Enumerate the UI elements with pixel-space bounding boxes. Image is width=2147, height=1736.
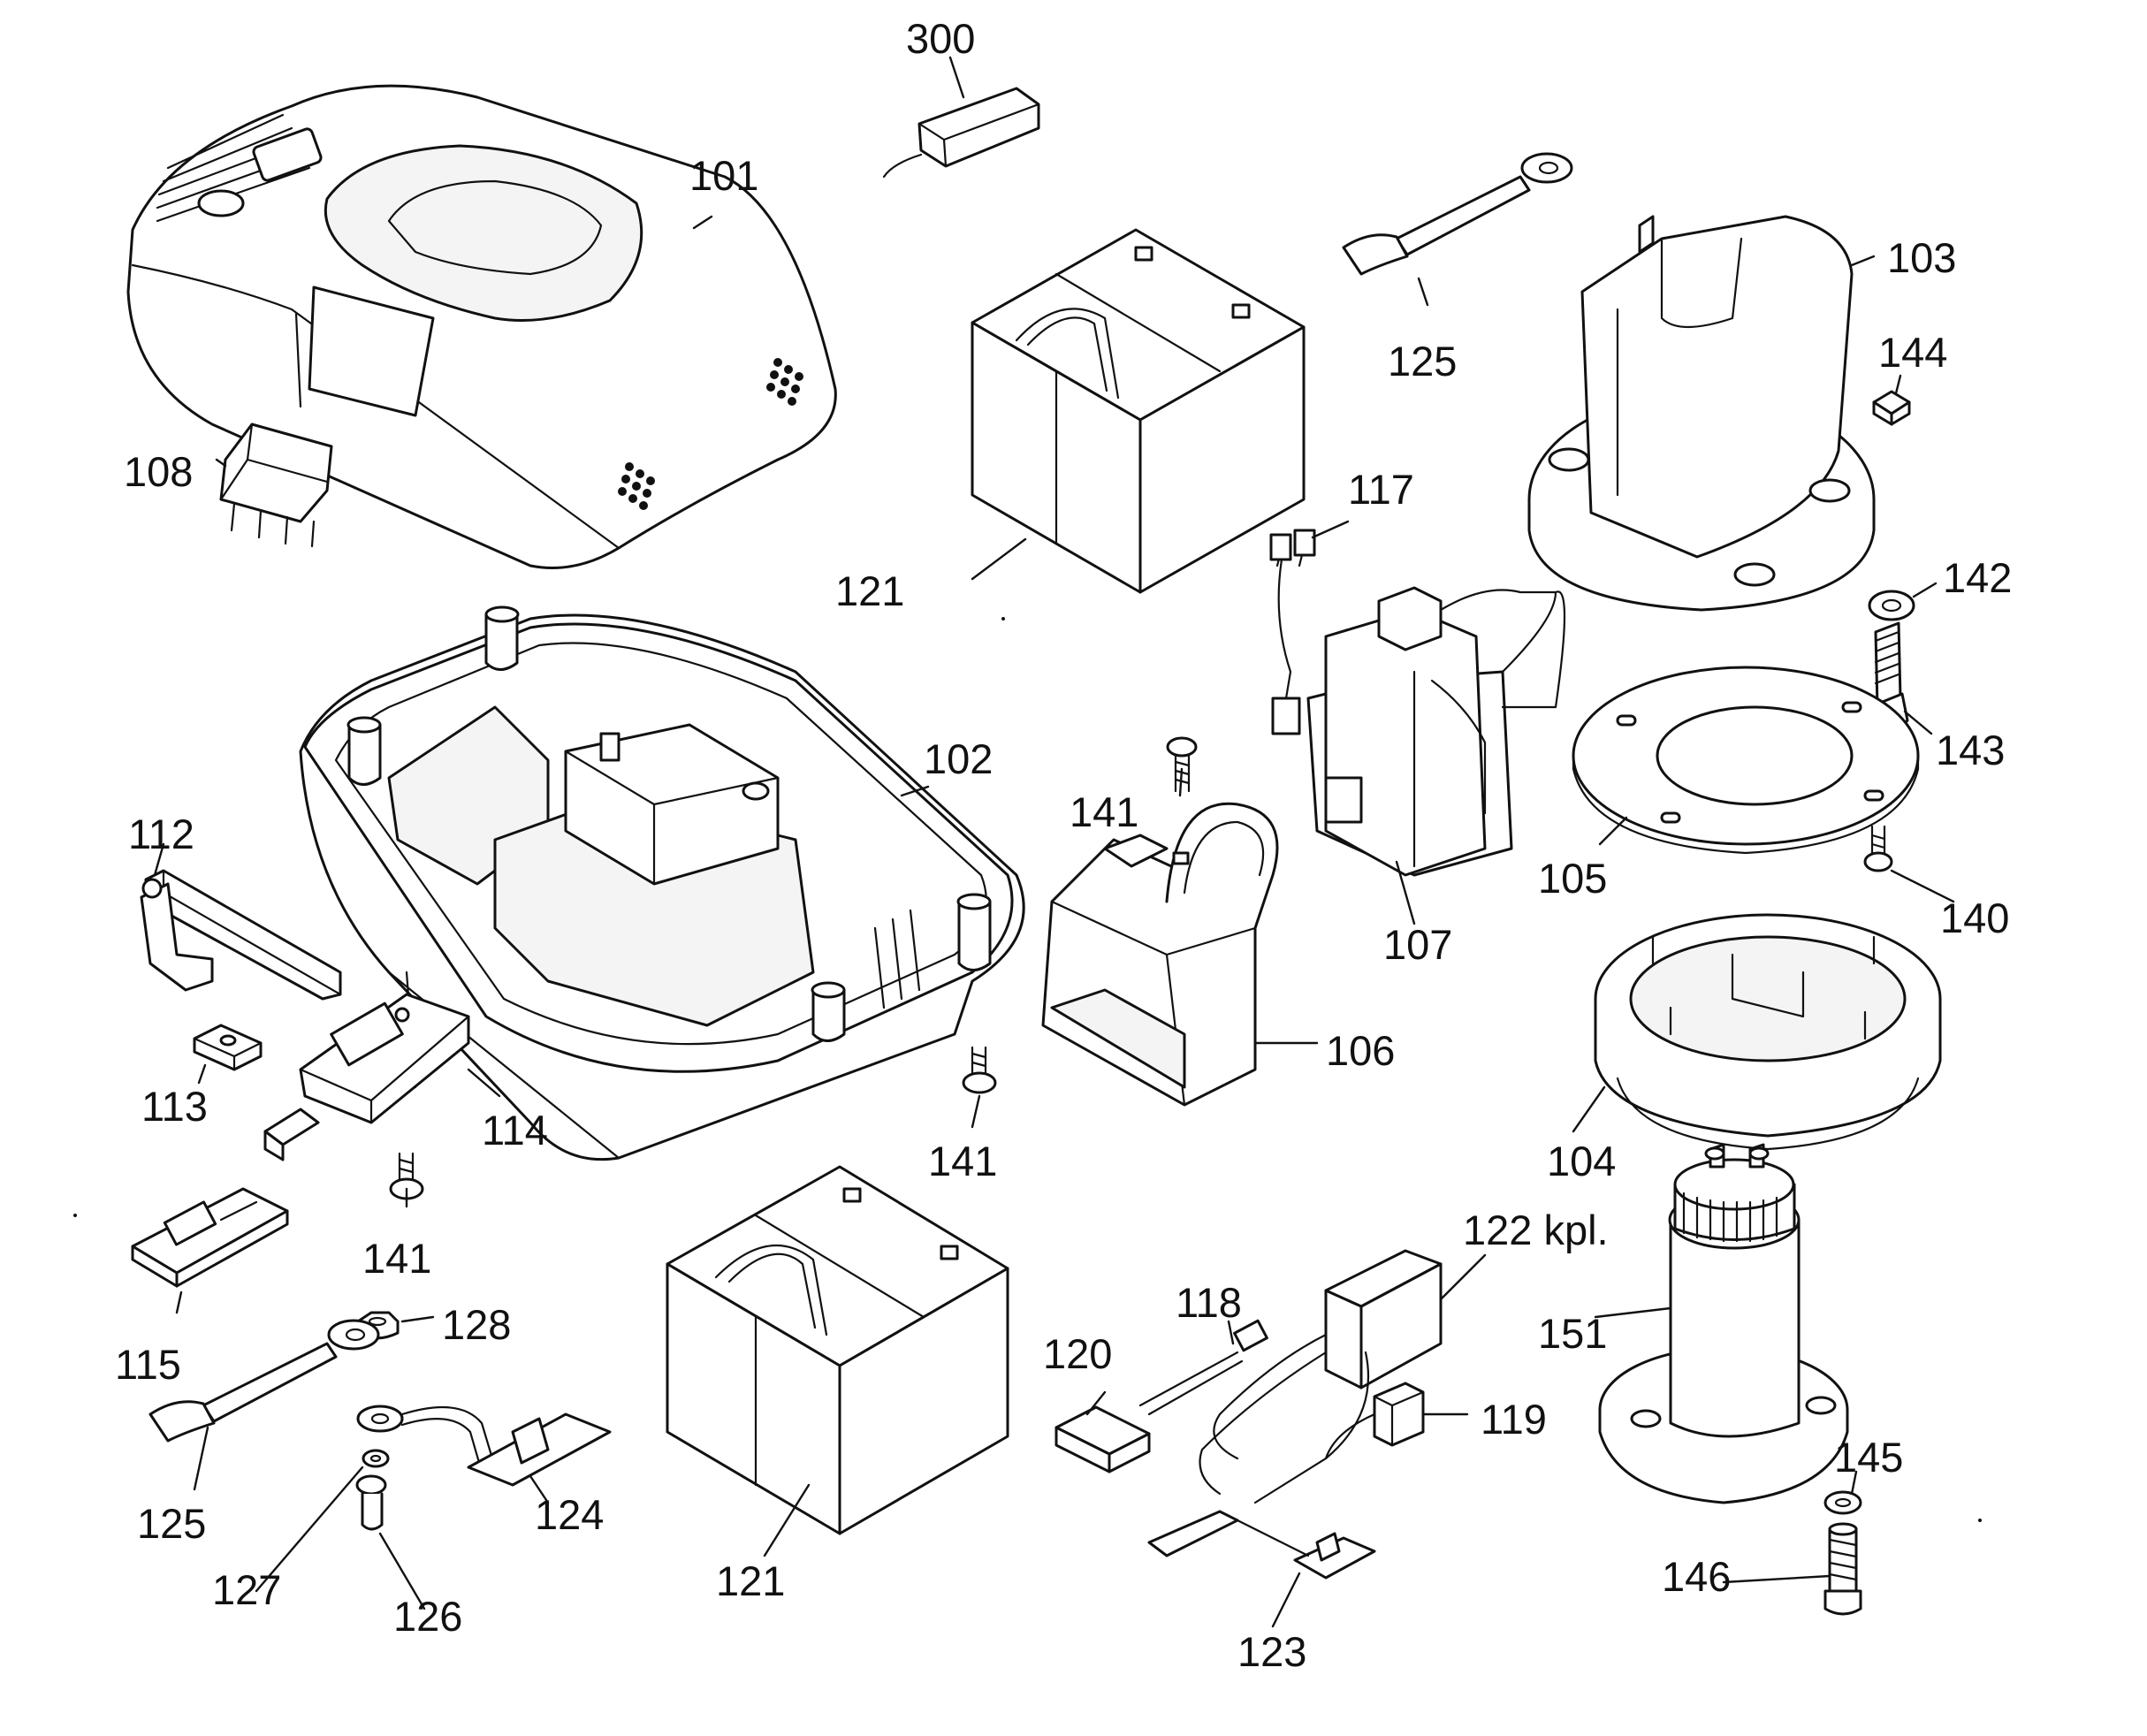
label-145: 145 xyxy=(1834,1434,1904,1481)
label-119: 119 xyxy=(1481,1396,1547,1443)
part-118-cable xyxy=(1138,1319,1268,1416)
label-123: 123 xyxy=(1237,1628,1307,1675)
label-117: 117 xyxy=(1348,466,1414,513)
part-300-remote xyxy=(882,87,1040,179)
scan-specks xyxy=(73,617,1982,1522)
label-114: 114 xyxy=(482,1107,548,1154)
part-113-plate xyxy=(193,1024,263,1071)
label-120: 120 xyxy=(1043,1330,1113,1377)
label-103: 103 xyxy=(1887,234,1957,281)
label-122-kpl: 122 kpl. xyxy=(1463,1207,1609,1253)
part-146-bolt xyxy=(1823,1522,1862,1616)
part-124-strap xyxy=(356,1405,612,1487)
label-102: 102 xyxy=(924,735,994,782)
label-125: 125 xyxy=(1388,338,1458,385)
part-123-plug xyxy=(1147,1510,1376,1580)
part-127-washer xyxy=(362,1449,390,1468)
label-127: 127 xyxy=(212,1566,282,1613)
label-108: 108 xyxy=(124,448,194,495)
label-140: 140 xyxy=(1940,895,2010,941)
label-146: 146 xyxy=(1662,1553,1732,1600)
part-108-block xyxy=(219,423,333,548)
label-118: 118 xyxy=(1176,1279,1242,1326)
label-128: 128 xyxy=(442,1301,512,1348)
label-112: 112 xyxy=(128,811,194,857)
label-106: 106 xyxy=(1326,1027,1396,1074)
part-125-cable-bottom xyxy=(148,1319,380,1443)
part-102-base xyxy=(299,605,1025,1161)
label-113: 113 xyxy=(141,1083,208,1130)
label-151: 151 xyxy=(1538,1310,1608,1357)
label-300: 300 xyxy=(906,15,976,62)
label-105: 105 xyxy=(1538,855,1608,902)
label-125: 125 xyxy=(137,1500,207,1547)
leader-lines xyxy=(153,56,1955,1628)
part-144-square-nut xyxy=(1872,390,1911,426)
part-114-bracket xyxy=(263,993,470,1161)
part-140-screw xyxy=(1863,825,1893,872)
label-124: 124 xyxy=(535,1491,605,1538)
label-121: 121 xyxy=(835,567,905,614)
part-151-motor xyxy=(1598,1143,1849,1504)
part-121-battery-bottom xyxy=(666,1165,1009,1535)
label-141: 141 xyxy=(1070,788,1139,835)
part-115-circuit-board xyxy=(131,1187,289,1288)
label-107: 107 xyxy=(1383,921,1453,968)
label-126: 126 xyxy=(393,1593,463,1640)
label-144: 144 xyxy=(1878,329,1948,376)
part-103-housing xyxy=(1527,215,1876,612)
part-106-holder xyxy=(1041,802,1279,1107)
part-121-battery-top xyxy=(971,228,1306,594)
label-141: 141 xyxy=(362,1235,432,1282)
part-117-wire xyxy=(1269,529,1316,735)
part-107-control-unit xyxy=(1306,586,1566,877)
part-125-cable-top xyxy=(1342,152,1573,276)
part-112-lever xyxy=(140,869,342,1001)
label-143: 143 xyxy=(1936,727,2006,773)
part-142-washer xyxy=(1868,590,1915,621)
part-120-connector xyxy=(1054,1405,1151,1473)
label-115: 115 xyxy=(115,1341,181,1388)
label-141: 141 xyxy=(928,1138,998,1184)
part-119-connector xyxy=(1324,1382,1425,1460)
label-101: 101 xyxy=(689,152,759,199)
part-145-washer xyxy=(1823,1490,1862,1515)
part-104-collar xyxy=(1594,913,1942,1151)
part-126-bolt xyxy=(355,1474,387,1531)
part-141-screw-upper xyxy=(1166,736,1198,793)
label-121: 121 xyxy=(716,1557,786,1604)
part-122-harness xyxy=(1199,1249,1443,1504)
label-104: 104 xyxy=(1547,1138,1617,1184)
label-142: 142 xyxy=(1943,554,2013,601)
part-141-screw-mid xyxy=(962,1046,997,1094)
part-105-ring xyxy=(1572,666,1920,855)
